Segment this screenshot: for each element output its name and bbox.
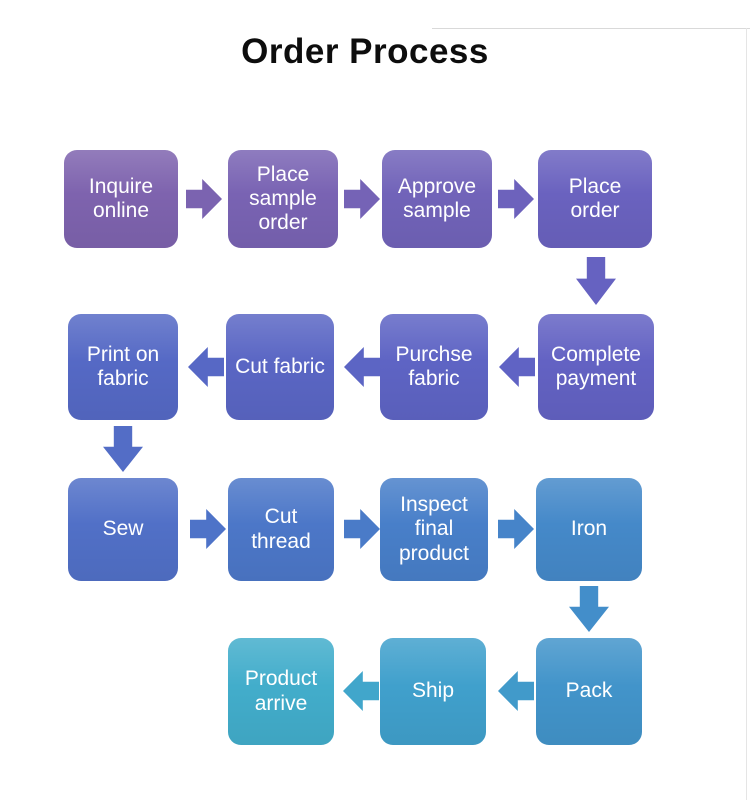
node-label: Ship xyxy=(411,679,455,703)
node-complete-payment: Complete payment xyxy=(538,314,654,420)
node-label: Purchse fabric xyxy=(395,342,473,390)
node-product-arrive: Product arrive xyxy=(228,638,334,745)
node-label: Inquire online xyxy=(88,174,154,222)
grid-line-right xyxy=(746,28,747,800)
node-label: Sew xyxy=(102,517,144,541)
node-label: Cut fabric xyxy=(235,354,325,378)
arrow-left-icon xyxy=(344,347,380,387)
arrow-right-icon xyxy=(190,509,226,549)
node-pack: Pack xyxy=(536,638,642,745)
arrow-left-icon xyxy=(498,671,534,711)
arrow-down-icon xyxy=(576,257,616,305)
arrow-left-icon xyxy=(499,347,535,387)
arrow-down-icon xyxy=(103,426,143,472)
node-label: Complete payment xyxy=(551,342,641,390)
node-inspect-final-product: Inspect final product xyxy=(380,478,488,581)
node-label: Inspect final product xyxy=(398,493,470,565)
node-label: Product arrive xyxy=(244,667,318,715)
arrow-right-icon xyxy=(186,179,222,219)
node-label: Place order xyxy=(568,174,622,222)
node-label: Print on fabric xyxy=(86,342,160,390)
node-ship: Ship xyxy=(380,638,486,745)
node-label: Approve sample xyxy=(397,174,477,222)
node-label: Cut thread xyxy=(251,505,311,553)
node-cut-thread: Cut thread xyxy=(228,478,334,581)
arrow-down-icon xyxy=(569,586,609,632)
node-inquire-online: Inquire online xyxy=(64,150,178,248)
node-label: Place sample order xyxy=(249,162,317,235)
page-title: Order Process xyxy=(241,32,489,71)
grid-line-top xyxy=(432,28,750,29)
node-cut-fabric: Cut fabric xyxy=(226,314,334,420)
arrow-right-icon xyxy=(344,179,380,219)
arrow-right-icon xyxy=(498,179,534,219)
node-approve-sample: Approve sample xyxy=(382,150,492,248)
arrow-left-icon xyxy=(188,347,224,387)
node-sew: Sew xyxy=(68,478,178,581)
node-label: Iron xyxy=(570,517,608,541)
node-label: Pack xyxy=(565,679,613,703)
arrow-left-icon xyxy=(343,671,379,711)
node-place-sample-order: Place sample order xyxy=(228,150,338,248)
node-purchse-fabric: Purchse fabric xyxy=(380,314,488,420)
node-print-on-fabric: Print on fabric xyxy=(68,314,178,420)
arrow-right-icon xyxy=(498,509,534,549)
arrow-right-icon xyxy=(344,509,380,549)
node-iron: Iron xyxy=(536,478,642,581)
node-place-order: Place order xyxy=(538,150,652,248)
